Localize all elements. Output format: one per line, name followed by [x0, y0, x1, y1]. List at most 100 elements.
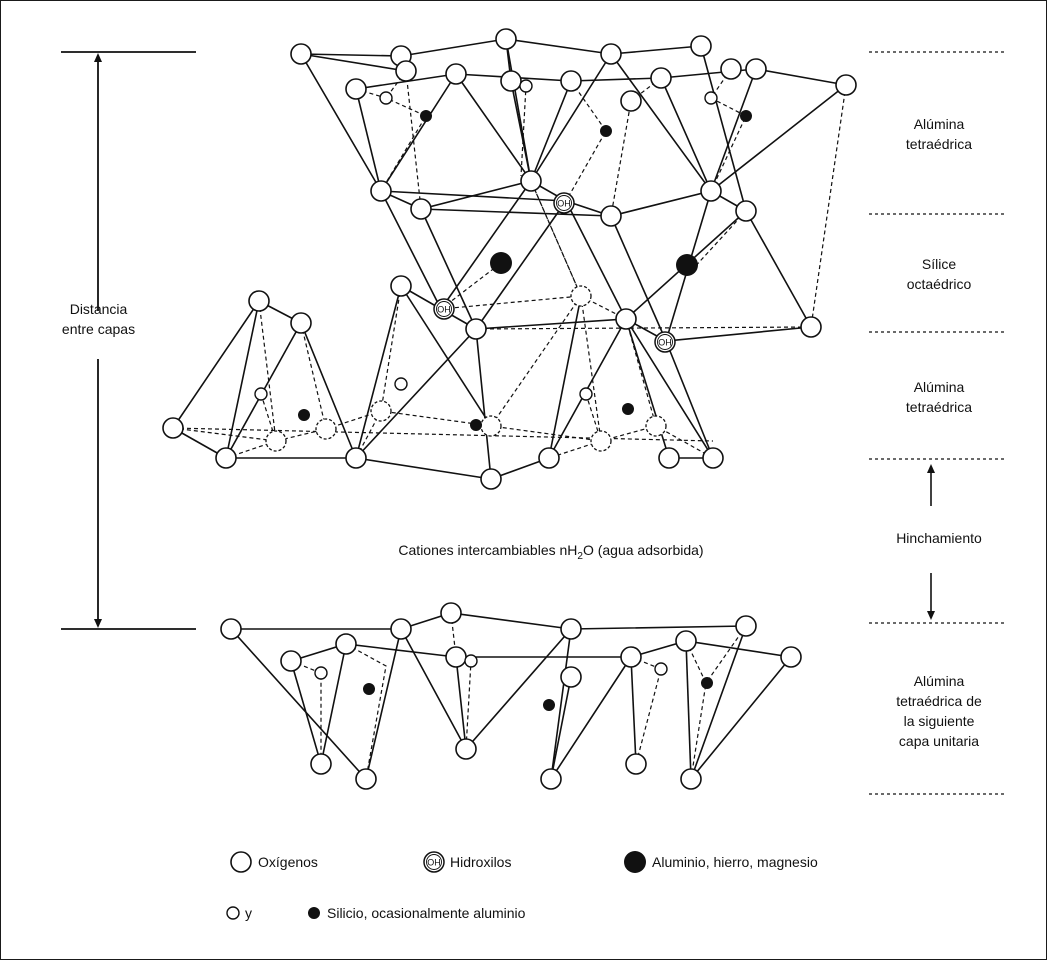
silicon-open-atom	[519, 79, 533, 93]
hydroxyl-atom-label: OH	[437, 305, 451, 315]
distance-label-line2: entre capas	[61, 321, 136, 337]
oxygen-atom	[680, 768, 702, 790]
oxygen-atom	[445, 63, 467, 85]
hydroxyl-atom: OH	[433, 298, 455, 320]
silicon-open-atom	[314, 666, 328, 680]
small-silicon-filled-atoms	[298, 110, 752, 711]
hidden-oxygen-atom	[480, 415, 502, 437]
hidden-oxygen-atom	[570, 285, 592, 307]
swelling-label: Hinchamiento	[896, 530, 982, 546]
legend-hydroxyl-symbol: OH	[423, 851, 445, 873]
oxygen-atom	[620, 646, 642, 668]
oxygen-atom	[370, 180, 392, 202]
legend-and-label: y	[245, 905, 252, 921]
hydroxyl-atom-label: OH	[557, 199, 571, 209]
small-silicon-open-atoms	[254, 79, 718, 680]
distance-label-line1: Distancia	[69, 301, 128, 317]
hydroxyl-atom: OH	[553, 192, 575, 214]
hidden-oxygen-atom	[370, 400, 392, 422]
silicon-filled-atom	[701, 677, 713, 689]
oxygen-atom	[560, 618, 582, 640]
hidden-oxygen-atoms	[265, 285, 667, 452]
hydroxyl-atoms: OH OH OH	[433, 192, 676, 353]
silicon-open-atom	[579, 387, 593, 401]
oxygen-atom	[495, 28, 517, 50]
legend-silicon-open-symbol	[226, 906, 240, 920]
layer-label-line: capa unitaria	[898, 733, 980, 749]
hydroxyl-atom-label: OH	[658, 338, 672, 348]
oxygen-atom	[540, 768, 562, 790]
hidden-oxygen-atom	[645, 415, 667, 437]
oxygen-atom	[162, 417, 184, 439]
silicon-open-atom	[654, 662, 668, 676]
oxygen-atom	[745, 58, 767, 80]
legend-oxygen-label: Oxígenos	[258, 854, 318, 870]
oxygen-atom	[658, 447, 680, 469]
oxygen-atom	[390, 275, 412, 297]
silicon-open-atom	[704, 91, 718, 105]
oxygen-atom	[310, 753, 332, 775]
oxygen-atom	[410, 198, 432, 220]
silicon-open-atom	[464, 654, 478, 668]
layer-separators	[869, 51, 1006, 795]
oxygen-atom	[650, 67, 672, 89]
layer-label-line: Alúmina	[913, 379, 965, 395]
oxygen-atom	[395, 60, 417, 82]
layer-label-line: la siguiente	[903, 713, 975, 729]
silicon-open-atom	[379, 91, 393, 105]
bottom-unit-bonds	[230, 612, 792, 781]
cations-label-subscript: 2	[577, 550, 583, 562]
layer-label-silica: Sílice octaédrico	[869, 254, 1009, 294]
oxygen-atom	[735, 200, 757, 222]
oxygen-atom	[345, 78, 367, 100]
aluminium-atoms	[490, 252, 698, 276]
oxygen-atom	[220, 618, 242, 640]
silicon-open-atom	[254, 387, 268, 401]
distance-bracket	[61, 51, 196, 630]
oxygen-atom	[465, 318, 487, 340]
oxygen-atom	[335, 633, 357, 655]
oxygen-atom	[500, 70, 522, 92]
layer-label-line: tetraédrica de	[896, 693, 982, 709]
oxygen-atom	[520, 170, 542, 192]
cations-label: Cationes intercambiables nH2O (agua adso…	[331, 540, 771, 567]
oxygen-atom	[345, 447, 367, 469]
oxygen-atom	[560, 70, 582, 92]
oxygen-atom	[248, 290, 270, 312]
oxygen-atom	[780, 646, 802, 668]
legend-hydroxyl-label: Hidroxilos	[450, 854, 512, 870]
layer-label-line: tetraédrica	[905, 399, 973, 415]
swelling-arrows	[927, 464, 935, 620]
layer-label-alumina-lower: Alúmina tetraédrica	[869, 377, 1009, 417]
arrowhead-up	[94, 53, 102, 62]
oxygen-atom	[480, 468, 502, 490]
legend-hydroxyl-symbol-label: OH	[427, 858, 441, 868]
hydroxyl-atom: OH	[654, 331, 676, 353]
oxygen-atom	[440, 602, 462, 624]
oxygen-atom	[800, 316, 822, 338]
oxygen-atom	[290, 312, 312, 334]
oxygen-atom	[690, 35, 712, 57]
hidden-oxygen-atom	[315, 418, 337, 440]
oxygen-atom	[600, 43, 622, 65]
silicon-filled-atom	[298, 409, 310, 421]
oxygen-atom	[280, 650, 302, 672]
oxygen-atom	[560, 666, 582, 688]
hidden-oxygen-atom	[590, 430, 612, 452]
layer-label-line: Alúmina	[913, 116, 965, 132]
oxygen-atom	[620, 90, 642, 112]
silicon-filled-atom	[600, 125, 612, 137]
oxygen-atom	[615, 308, 637, 330]
legend-aluminium-label: Aluminio, hierro, magnesio	[652, 854, 818, 870]
oxygen-atom	[445, 646, 467, 668]
silicon-filled-atom	[470, 419, 482, 431]
silicon-filled-atom	[420, 110, 432, 122]
distance-label: Distancia entre capas	[41, 299, 156, 339]
silicon-filled-atom	[740, 110, 752, 122]
aluminium-atom	[676, 254, 698, 276]
legend-symbols: OH	[226, 851, 646, 920]
silicon-filled-atom	[543, 699, 555, 711]
layer-label-line: Alúmina	[913, 673, 965, 689]
